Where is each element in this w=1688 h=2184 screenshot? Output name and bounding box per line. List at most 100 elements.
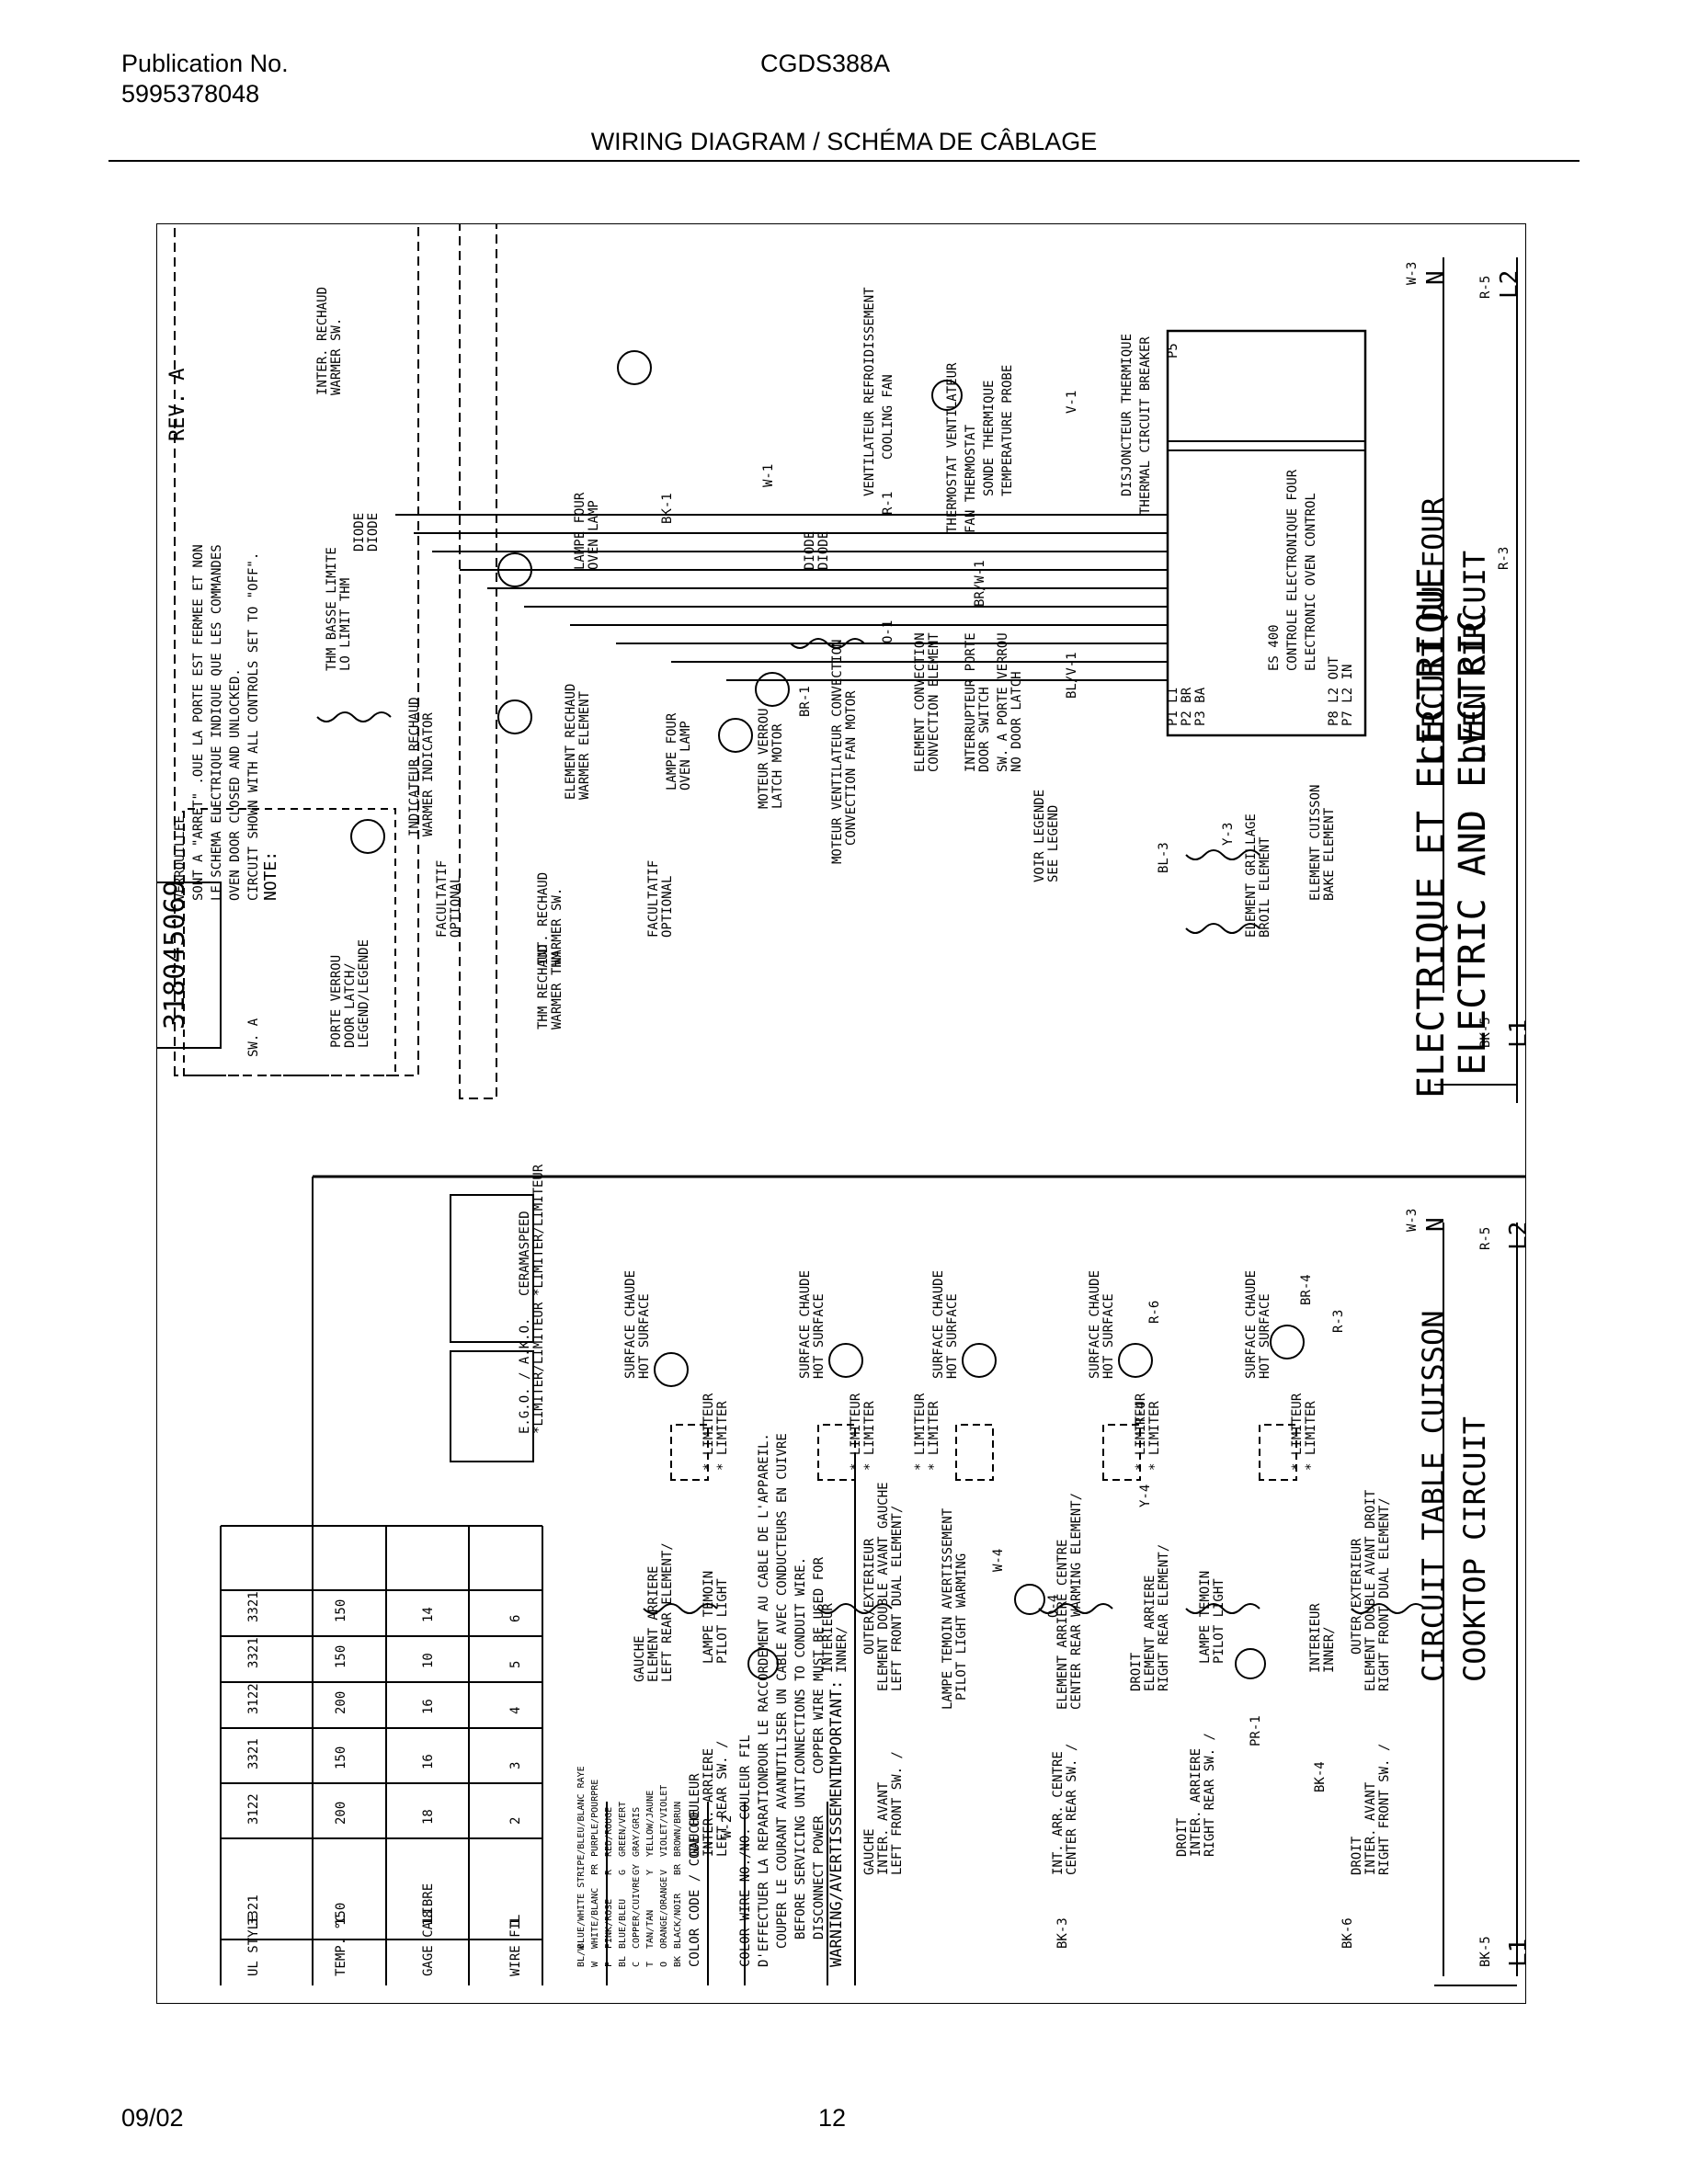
limiter-cr-1: * LIMITER [927, 1401, 941, 1471]
wt-r2-gage: 16 [421, 1699, 436, 1714]
wire-r6-ck: R-6 [1147, 1301, 1162, 1324]
wire-br4-ck: BR-4 [1299, 1274, 1314, 1305]
limiter-box-cr [955, 1424, 994, 1481]
latch-legend-1: LEGEND/LEGENDE [357, 939, 371, 1048]
broil-label-1: BROIL ELEMENT [1258, 836, 1272, 938]
important-line-4: POUR LE RACCORDEMENT AU CABLE DE L'APPAR… [757, 1433, 771, 1774]
hot-lf-2: SURFACE CHAUDE [798, 1270, 813, 1379]
wt-h-gage: GAGE CALIBRE [421, 1883, 436, 1976]
optional-label-1: OPTIONAL [660, 876, 675, 938]
rf-inner-label-2: INTERIEUR [1308, 1603, 1323, 1673]
wt-r2-temp: 200 [334, 1691, 348, 1714]
cr-pilot-label-2: LAMPE TEMOIN AVERTISSEMENT [941, 1507, 955, 1710]
cc-r0-code: BK [673, 1956, 683, 1967]
wt-h-ul: UL STYLE [246, 1915, 261, 1976]
warmer-element-label-1: WARMER ELEMENT [577, 690, 592, 800]
cr-sw-label-1: CENTER REAR SW. / [1065, 1744, 1079, 1875]
publication-block: Publication No. 5995378048 [121, 49, 289, 109]
wire-o4-ck: O-4 [1046, 1595, 1061, 1618]
oven-lamp2-label-2: LAMPE FOUR [573, 492, 587, 570]
lf-sw-label-1: LEFT FRONT SW. / [890, 1751, 905, 1875]
wt-r5-wire: 1 [508, 1918, 523, 1926]
lr-sw-label-3: GAUCHE [688, 1810, 702, 1857]
wire-br1-oven: BR-1 [798, 686, 813, 717]
wt-r0-wire: 6 [508, 1615, 523, 1622]
oven-title-en: OVEN CIRCUIT [1457, 551, 1492, 763]
warmer-element-coil [316, 711, 392, 722]
wire-brw1-oven: BR/W-1 [973, 560, 987, 607]
fan-thermostat-label-2: THERMOSTAT VENTILATEUR [945, 362, 960, 533]
lf-outer-label: OUTER/EXTERIEUR [862, 1538, 877, 1655]
diode2-label-2: DIODE [352, 513, 367, 552]
wire-y4-ck: Y-4 [1138, 1484, 1153, 1507]
oven-lamp2-label-1: OVEN LAMP [587, 500, 601, 570]
cooktop-title-en: COOKTOP CIRCUIT [1457, 1416, 1492, 1682]
optional-lamp-box [459, 223, 497, 1099]
limiter-lr-1: * LIMITER [715, 1401, 730, 1471]
convection-fan-motor [755, 672, 790, 707]
pilot-left-label-2: LAMPE TEMOIN [701, 1571, 716, 1664]
oven-title-fr: CIRCUIT DU FOUR [1416, 496, 1451, 763]
limiter-rf-2: * LIMITEUR [1290, 1393, 1305, 1471]
limiter-box-rr [1102, 1424, 1141, 1481]
limiter-cr-2: * LIMITEUR [913, 1393, 928, 1471]
lr-sw-label-1: LEFT REAR SW. / [715, 1741, 730, 1857]
cooling-fan-label-2: VENTILATEUR REFROIDISSEMENT [862, 287, 877, 496]
lf-sw-label-2: INTER. AVANT [876, 1781, 891, 1875]
color-code-heading: COLOR CODE / CODE COULEUR [688, 1773, 702, 1967]
hot-cr-2: SURFACE CHAUDE [931, 1270, 946, 1379]
pilot-light-warming [1014, 1584, 1045, 1615]
latch-legend-box [183, 808, 396, 1076]
oven-r5-label: R-5 [1478, 276, 1493, 299]
p8-label: P8 L2 OUT [1327, 656, 1341, 726]
cc-r3-code2: GY [632, 1864, 642, 1875]
cc-r2-code: T [645, 1962, 656, 1967]
door-switch-label-2: INTERRUPTEUR PORTE [964, 632, 978, 772]
limiter-lf-2: * LIMITEUR [849, 1393, 863, 1471]
cr-pilot-label-1: PILOT LIGHT WARMING [954, 1553, 969, 1701]
fan-thermostat-label-1: FAN THERMOSTAT [964, 424, 978, 533]
wt-r5-temp: 150 [334, 1903, 348, 1926]
broil-element-coil [1185, 923, 1260, 934]
lr-sw-label-2: INTER. ARRIERE [701, 1748, 716, 1857]
wire-w4-ck: W-4 [991, 1549, 1006, 1572]
note-line-4: SONT A "ARRET" .OUE LA PORTE EST FERMEE … [191, 544, 206, 901]
ego-label-2: E.G.O. / A.K.O. [518, 1318, 532, 1434]
rf-sw-label-1: RIGHT FRONT SW. / [1377, 1744, 1392, 1875]
cc-r2-name: TAN/TAN [645, 1910, 656, 1949]
cooktop-title-fr: CIRCUIT TABLE CUISSON [1416, 1310, 1451, 1682]
lr-element-coil [643, 1603, 718, 1614]
cc-r4-code2: G [618, 1870, 628, 1875]
note-line-1: CIRCUIT SHOWN WITH ALL CONTROLS SET TO "… [246, 552, 261, 901]
color-code-rows: BK BLACK/NOIR BR BROWN/BRUN O ORANGE/ORA… [576, 1766, 683, 1967]
rf-element-coil [1351, 1603, 1426, 1614]
diode-label-1: DIODE [816, 531, 831, 570]
cooktop-bk5-label: BK-5 [1478, 1936, 1493, 1967]
cc-r7-code: BL/W [576, 1944, 587, 1967]
cc-r4-code: BL [618, 1956, 628, 1967]
hot-surface-lamp-lf [828, 1343, 863, 1378]
wt-r3-temp: 150 [334, 1746, 348, 1769]
note-line-2: OVEN DOOR CLOSED AND UNLOCKED. [228, 668, 243, 901]
wire-bk6-ck: BK-6 [1340, 1917, 1355, 1949]
model-number: CGDS388A [760, 50, 891, 77]
bake-element-coil [1185, 849, 1260, 860]
hot-surface-lamp-rr [1118, 1343, 1153, 1378]
p1-label: P1 L1 [1166, 688, 1180, 726]
warning-line-1: DISCONNECT POWER [812, 1815, 827, 1939]
hot-surface-lamp-cr [962, 1343, 997, 1378]
cc-r5-name2: RED/ROUGE [604, 1807, 614, 1857]
cc-r3-name: COPPER/CUIVRE [632, 1877, 642, 1949]
lf-inner-label-1: INNER/ [835, 1626, 850, 1673]
diode-label-2: DIODE [803, 531, 817, 570]
wt-r4-temp: 200 [334, 1802, 348, 1825]
wire-bk3-ck: BK-3 [1055, 1917, 1070, 1949]
oven-n-label: N [1422, 270, 1450, 285]
probe-label-1: TEMPERATURE PROBE [1000, 365, 1015, 496]
warmer-sw-label-2: INT. RECHAUD [536, 872, 551, 965]
lr-el-label-1: LEFT REAR ELEMENT/ [660, 1542, 675, 1682]
wt-r5-gage: 18 [421, 1910, 436, 1926]
rr-sw-label-3: DROIT [1175, 1817, 1190, 1857]
diode2-label-1: DIODE [366, 513, 381, 552]
bake-label-1: BAKE ELEMENT [1322, 807, 1337, 901]
